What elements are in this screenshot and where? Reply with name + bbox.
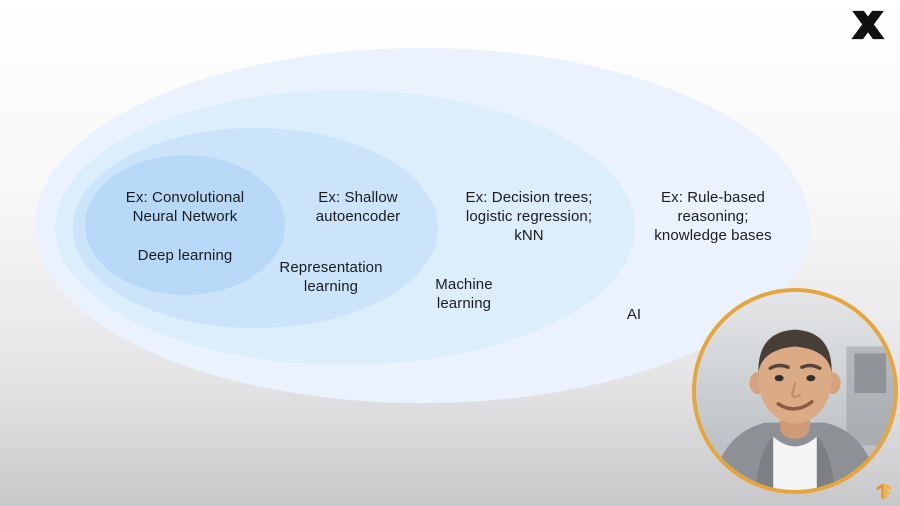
deep-learning-example: Ex: Convolutional Neural Network bbox=[125, 189, 245, 225]
webcam-overlay bbox=[692, 288, 898, 494]
ai-example: Ex: Rule-based reasoning; knowledge base… bbox=[654, 189, 772, 244]
channel-logo-icon bbox=[851, 10, 885, 40]
representation-learning-label: Representation learning bbox=[279, 259, 383, 295]
deep-learning-label: Deep learning bbox=[137, 247, 233, 264]
representation-learning-example: Ex: Shallow autoencoder bbox=[315, 189, 401, 225]
machine-learning-label: Machine learning bbox=[435, 276, 493, 312]
ai-label: AI bbox=[626, 306, 642, 323]
tensorflow-icon bbox=[876, 483, 892, 500]
presenter-portrait bbox=[696, 292, 894, 490]
deep-learning-ellipse bbox=[85, 155, 285, 295]
machine-learning-example: Ex: Decision trees; logistic regression;… bbox=[465, 189, 593, 244]
